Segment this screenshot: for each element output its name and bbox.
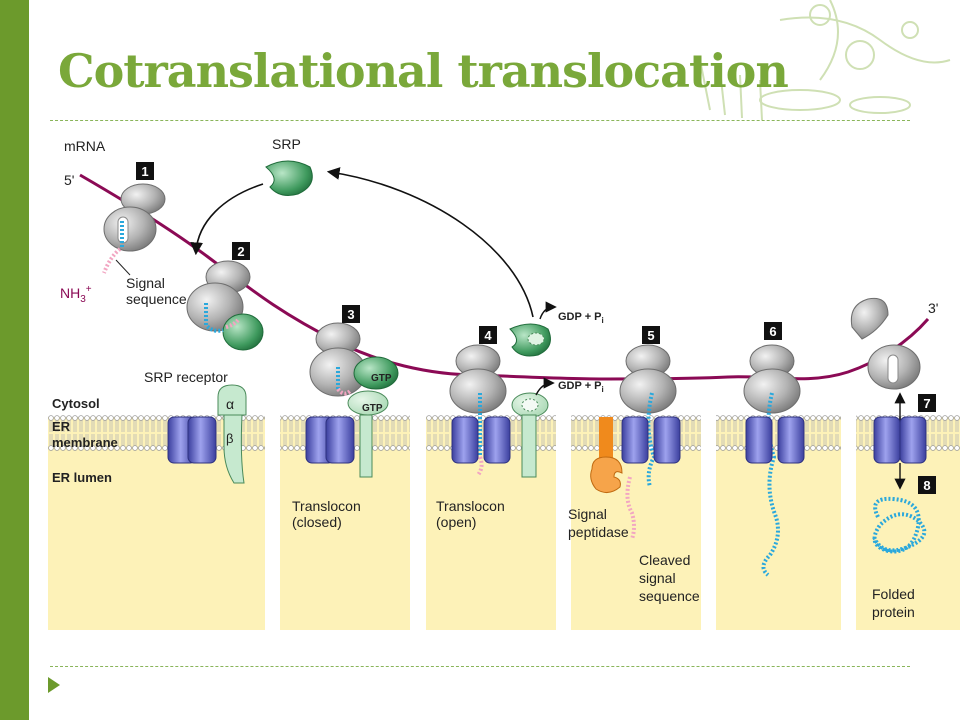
step-badge-4: 4	[484, 328, 492, 343]
ribosome-step3	[309, 322, 399, 478]
er-lumen-panels	[48, 417, 960, 630]
er-membrane-label-2: membrane	[52, 435, 118, 450]
srp-label: SRP	[272, 136, 301, 152]
srp-released	[509, 301, 557, 357]
srp-receptor-label: SRP receptor	[144, 369, 228, 385]
srp-free	[265, 160, 313, 196]
ribosome-step4	[449, 344, 507, 477]
next-slide-arrow-icon[interactable]	[48, 677, 60, 693]
step-badge-7: 7	[923, 396, 930, 411]
gdp-pi-label-2: GDP + Pi	[558, 380, 604, 394]
slide-title: Cotranslational translocation	[58, 44, 789, 98]
footer-divider	[50, 666, 910, 667]
beta-label: β	[226, 431, 233, 446]
step-badge-3: 3	[347, 307, 354, 322]
translocon-step6	[745, 416, 805, 464]
cleaved-label-3: sequence	[639, 588, 700, 604]
mrna-label: mRNA	[64, 138, 106, 154]
translocon-step2	[167, 416, 217, 464]
nh3-label: NH3+	[60, 284, 92, 305]
translocation-diagram: Cytosol ER membrane ER lumen mRNA 5' 3' …	[48, 127, 960, 630]
step-badge-1: 1	[141, 164, 148, 179]
step-badges: 1 2 3 4 5 6 7 8	[136, 162, 936, 494]
alpha-label: α	[226, 396, 234, 412]
gtp-label-1: GTP	[371, 373, 392, 384]
ribosome-step1	[102, 183, 166, 274]
signal-sequence-label-1: Signal	[126, 275, 165, 291]
step-badge-2: 2	[237, 244, 244, 259]
translocon-closed-label-2: (closed)	[292, 514, 342, 530]
translocon-step7	[873, 416, 927, 464]
step-badge-8: 8	[923, 478, 930, 493]
folded-label-2: protein	[872, 604, 915, 620]
translocon-step5	[621, 416, 681, 464]
srp-release-arrow	[326, 167, 534, 318]
signal-peptidase-label-1: Signal	[568, 506, 607, 522]
translocon-closed-label-1: Translocon	[292, 498, 361, 514]
step-badge-6: 6	[769, 324, 776, 339]
cleaved-label-2: signal	[639, 570, 676, 586]
cleaved-label-1: Cleaved	[639, 552, 690, 568]
translocon-step4	[451, 416, 511, 464]
mrna-strand	[79, 173, 930, 381]
translocon-open-label-1: Translocon	[436, 498, 505, 514]
gtp-label-2: GTP	[362, 403, 383, 414]
signal-sequence-pointer	[115, 259, 131, 276]
cytosol-label: Cytosol	[52, 396, 100, 411]
er-membrane-label-1: ER	[52, 419, 71, 434]
ribosome-dissociated	[850, 297, 921, 390]
folded-label-1: Folded	[872, 586, 915, 602]
folded-protein	[872, 496, 927, 554]
five-prime-label: 5'	[64, 172, 74, 188]
cleaved-signal-fragment	[625, 476, 636, 540]
ribosome-step6	[743, 344, 801, 577]
translocon-step3	[305, 416, 355, 464]
signal-peptidase	[590, 417, 623, 493]
signal-peptidase-label-2: peptidase	[568, 524, 629, 540]
srp-receptor-step4	[511, 377, 555, 478]
three-prime-label: 3'	[928, 300, 938, 316]
srp-to-step2-arrow	[190, 183, 264, 256]
signal-sequence-label-2: sequence	[126, 291, 187, 307]
decorative-cell-illustration	[699, 0, 951, 121]
srp-receptor	[217, 384, 247, 484]
translocon-open-label-2: (open)	[436, 514, 476, 530]
er-lumen-label: ER lumen	[52, 470, 112, 485]
title-divider	[50, 120, 910, 121]
ribosome-step2	[186, 260, 264, 351]
step-badge-5: 5	[647, 328, 654, 343]
sidebar-accent-bar	[0, 0, 29, 720]
gdp-pi-label-1: GDP + Pi	[558, 311, 604, 325]
